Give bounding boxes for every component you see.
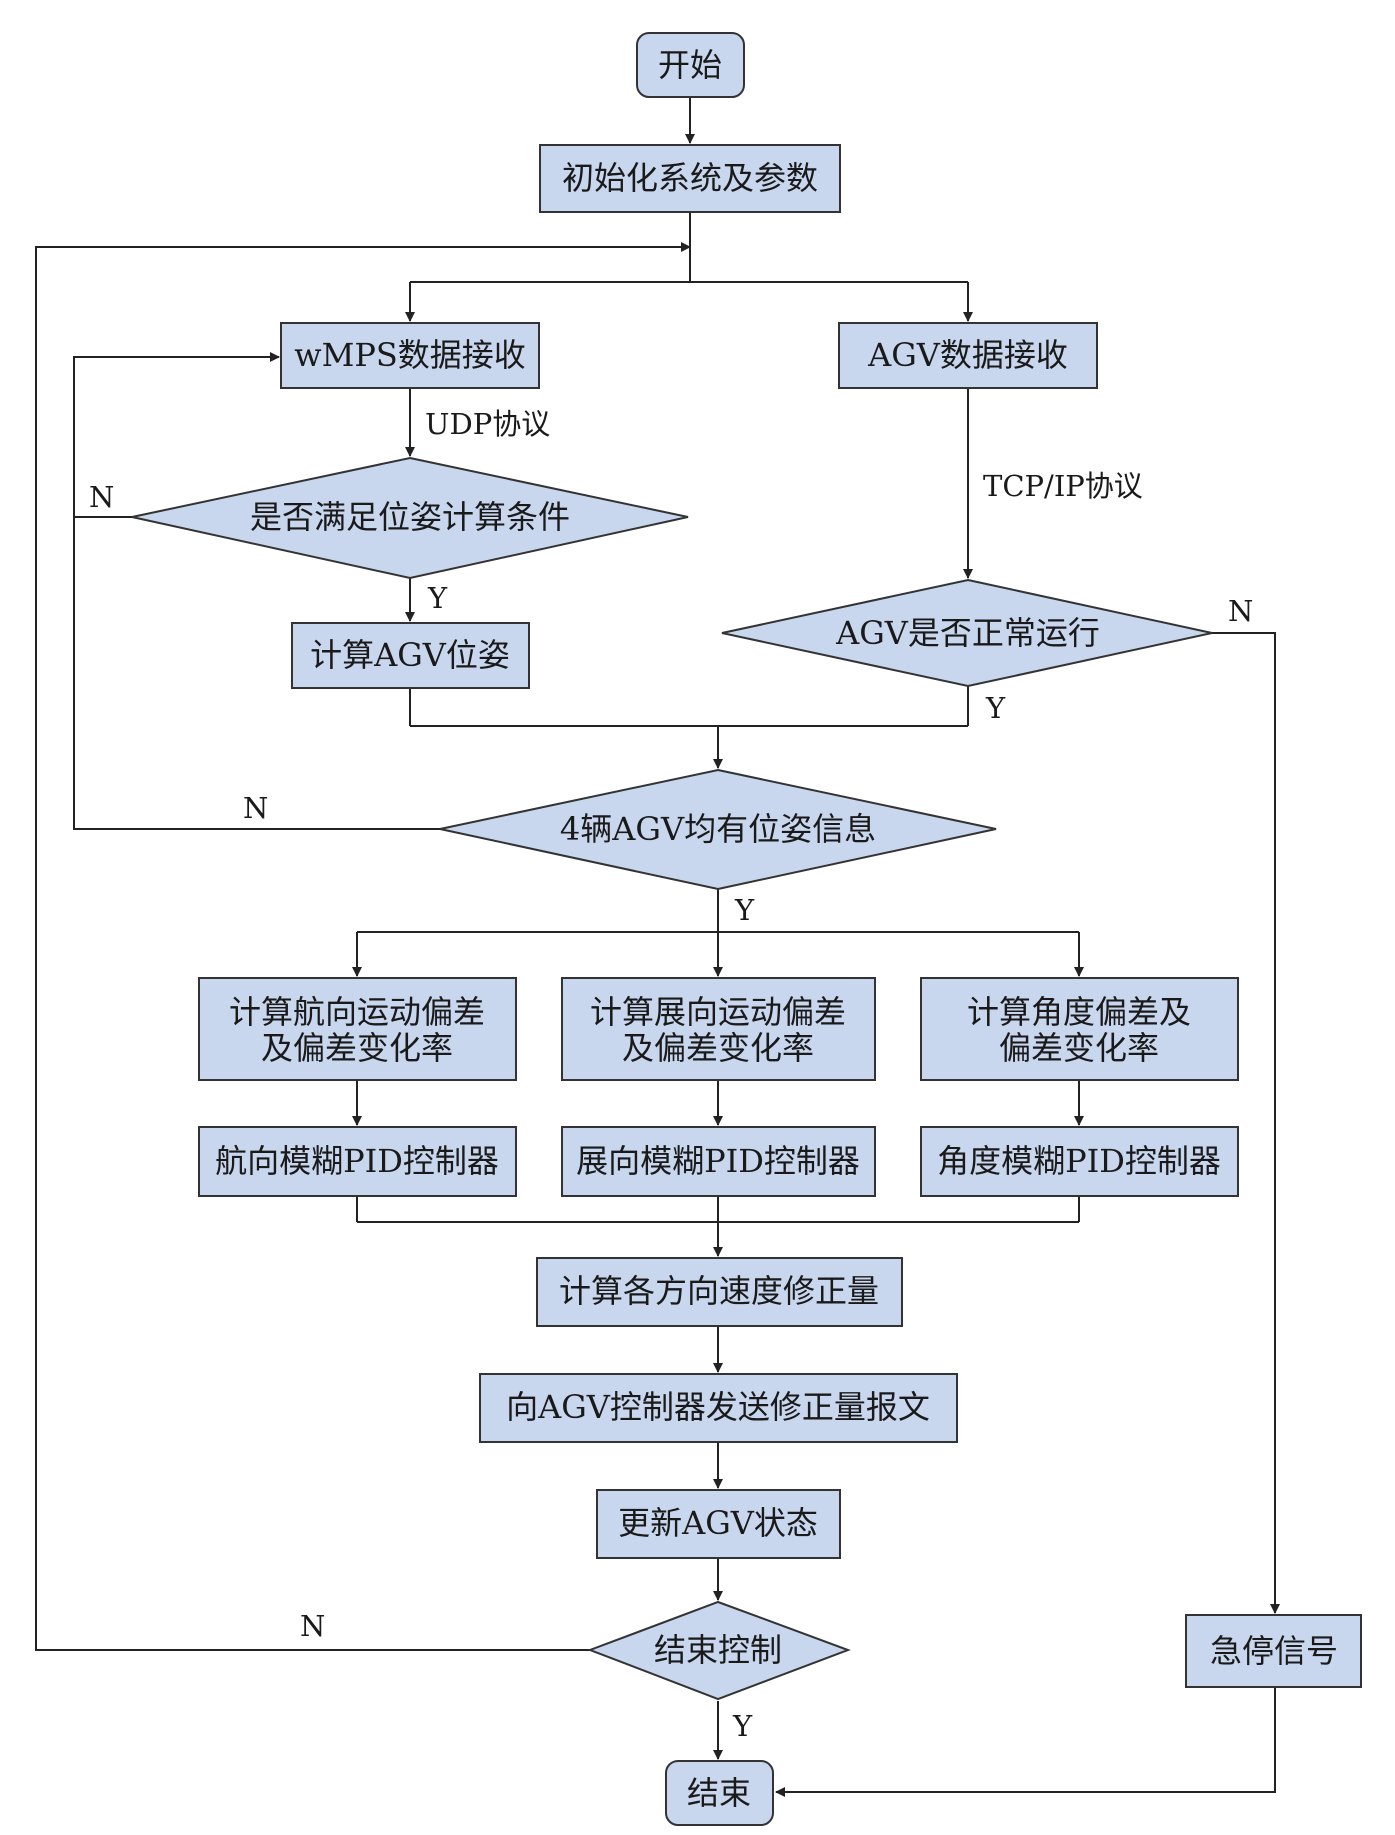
arrow-agv-normal-no-to-estop [1212,632,1280,1614]
tcpip-protocol-label: TCP/IP协议 [983,469,1143,503]
angle-dev-node: 计算角度偏差及 偏差变化率 [920,977,1239,1081]
span-dev-label-line2: 及偏差变化率 [622,1029,814,1067]
pose-cond-no-label: N [89,480,114,514]
init-label: 初始化系统及参数 [562,159,818,197]
pose-cond-label: 是否满足位姿计算条件 [250,498,570,536]
angle-dev-label-line1: 计算角度偏差及 [967,993,1191,1031]
agv-normal-no-label: N [1228,594,1253,628]
agv-recv-label: AGV数据接收 [867,336,1068,374]
end-control-yes-label: Y [732,1709,753,1743]
agv-normal-yes-label: Y [985,691,1006,725]
heading-dev-label-line2: 及偏差变化率 [261,1029,453,1067]
pose-cond-yes-label: Y [427,581,448,615]
start-label: 开始 [658,46,722,84]
end-label: 结束 [687,1774,751,1812]
agv-recv-node: AGV数据接收 [838,322,1098,389]
all-pose-label: 4辆AGV均有位姿信息 [560,810,876,848]
span-pid-label: 展向模糊PID控制器 [576,1142,860,1180]
heading-dev-label-line1: 计算航向运动偏差 [229,993,485,1031]
connectors [35,97,1280,1797]
update-state-node: 更新AGV状态 [596,1489,841,1559]
end-node: 结束 [665,1760,774,1826]
arrow-estop-to-end [775,1687,1276,1797]
wmps-recv-node: wMPS数据接收 [280,322,540,389]
agv-normal-decision: AGV是否正常运行 [721,578,1213,688]
heading-pid-label: 航向模糊PID控制器 [215,1142,499,1180]
arrow-pose-cond-no-loop [73,352,280,518]
calc-correction-node: 计算各方向速度修正量 [536,1257,903,1327]
all-pose-yes-label: Y [734,893,755,927]
pose-cond-decision: 是否满足位姿计算条件 [131,456,689,580]
init-node: 初始化系统及参数 [539,144,841,213]
span-dev-node: 计算展向运动偏差 及偏差变化率 [561,977,876,1081]
estop-node: 急停信号 [1185,1614,1362,1688]
span-dev-label-line1: 计算展向运动偏差 [590,993,846,1031]
calc-pose-node: 计算AGV位姿 [291,622,530,689]
calc-pose-label: 计算AGV位姿 [310,636,510,674]
estop-label: 急停信号 [1210,1632,1338,1670]
span-pid-node: 展向模糊PID控制器 [561,1126,876,1197]
edge-labels: UDP协议 TCP/IP协议 N Y N Y N Y N Y [89,407,1253,1743]
angle-pid-node: 角度模糊PID控制器 [920,1126,1239,1197]
wmps-recv-label: wMPS数据接收 [294,336,526,374]
angle-pid-label: 角度模糊PID控制器 [937,1142,1221,1180]
send-msg-node: 向AGV控制器发送修正量报文 [479,1373,958,1443]
arrow-end-control-no-loop [35,242,691,1651]
heading-pid-node: 航向模糊PID控制器 [198,1126,517,1197]
angle-dev-label-line2: 偏差变化率 [999,1029,1159,1067]
start-node: 开始 [636,32,745,98]
agv-normal-label: AGV是否正常运行 [835,614,1100,652]
end-control-label: 结束控制 [654,1631,782,1669]
update-state-label: 更新AGV状态 [618,1504,818,1542]
end-control-decision: 结束控制 [587,1600,851,1701]
line-all-pose-no-loop [73,517,440,830]
send-msg-label: 向AGV控制器发送修正量报文 [506,1388,930,1426]
heading-dev-node: 计算航向运动偏差 及偏差变化率 [198,977,517,1081]
all-pose-no-label: N [243,791,268,825]
udp-protocol-label: UDP协议 [425,407,550,441]
nodes: 开始 初始化系统及参数 wMPS数据接收 AGV数据接收 是否满足位姿计算条件 … [131,32,1362,1826]
end-control-no-label: N [300,1609,325,1643]
calc-correction-label: 计算各方向速度修正量 [559,1272,879,1310]
all-pose-decision: 4辆AGV均有位姿信息 [439,768,997,891]
